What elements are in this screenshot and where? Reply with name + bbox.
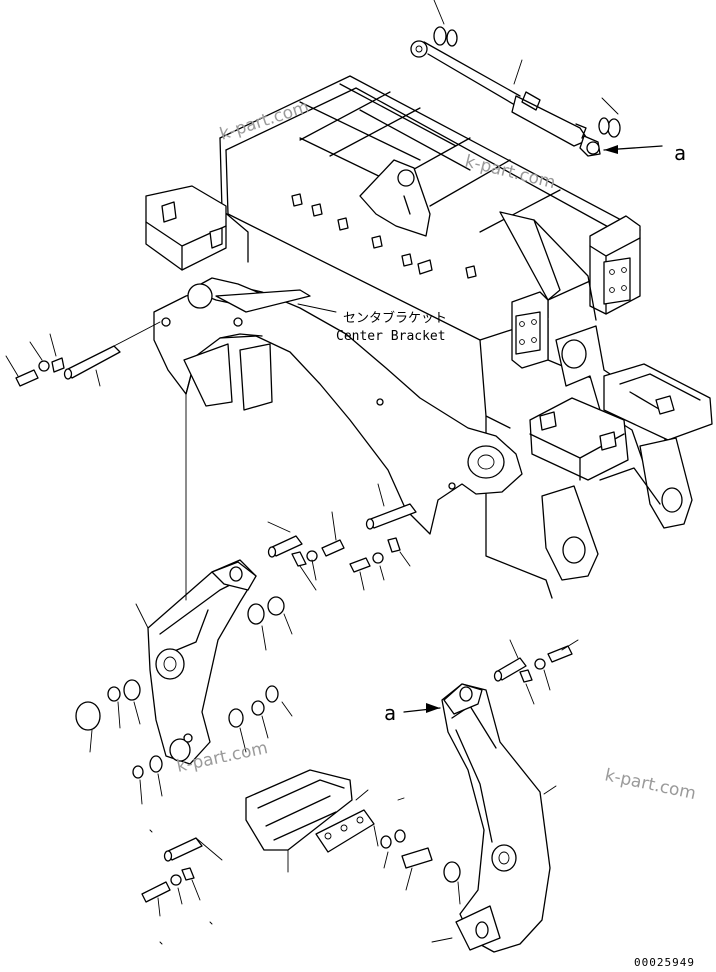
lower-pad-plate bbox=[141, 769, 433, 917]
center-bracket bbox=[153, 277, 523, 535]
watermark-3: k-part.com bbox=[603, 765, 698, 804]
hydraulic-cylinder bbox=[410, 0, 621, 157]
main-frame bbox=[145, 75, 713, 599]
left-lower-arm bbox=[75, 559, 293, 805]
left-pin-set bbox=[5, 321, 161, 387]
stray-marks bbox=[149, 797, 405, 945]
ref-a-bottom-label: a bbox=[384, 701, 396, 725]
reference-arrow-a-top: a bbox=[603, 141, 686, 165]
middle-fastener-cluster bbox=[267, 483, 417, 591]
center-bracket-label: センタブラケット Center Bracket bbox=[336, 310, 447, 344]
center-bracket-jp-label: センタブラケット bbox=[343, 310, 447, 326]
right-lower-arm bbox=[431, 639, 579, 953]
drawing-number: 00025949 bbox=[634, 956, 695, 969]
reference-arrow-a-bottom: a bbox=[384, 701, 441, 725]
watermark-2: k-part.com bbox=[463, 151, 558, 193]
ref-a-top-label: a bbox=[674, 141, 686, 165]
center-bracket-en-label: Center Bracket bbox=[336, 329, 446, 344]
watermark-1: k-part.com bbox=[217, 97, 311, 145]
